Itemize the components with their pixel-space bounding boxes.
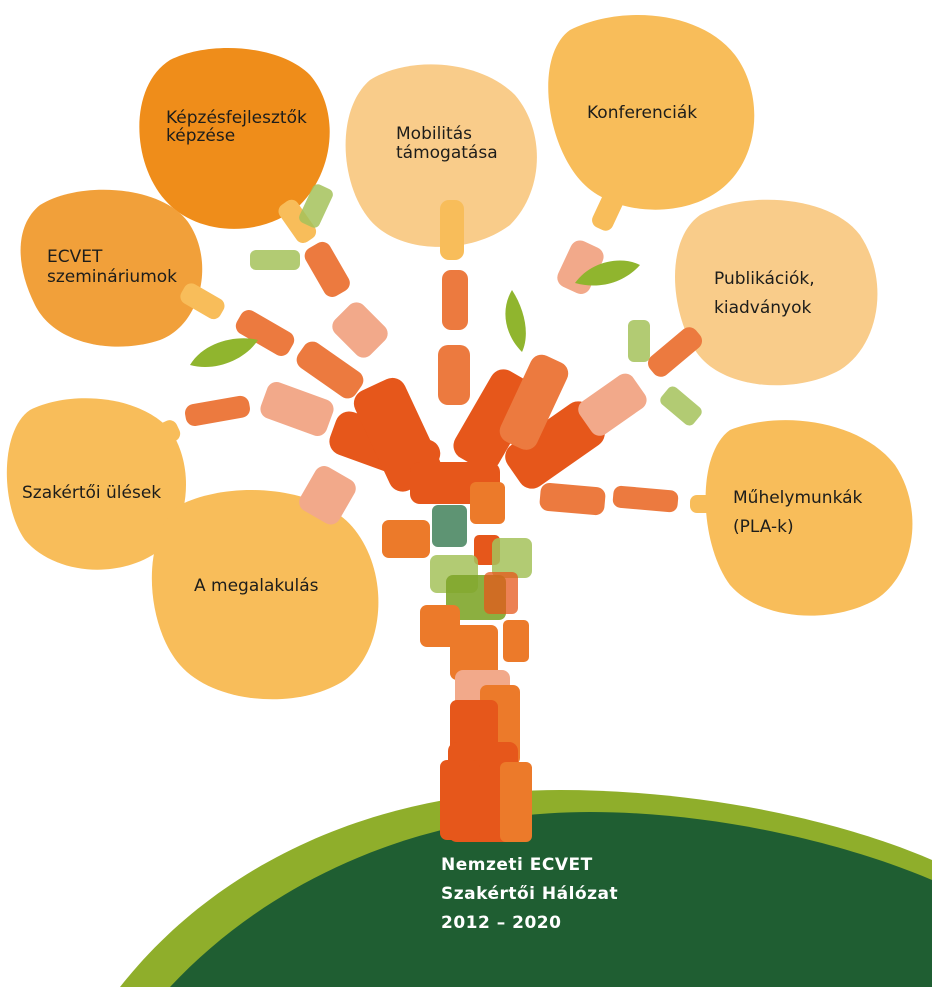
branch-seg <box>690 495 735 513</box>
trunk-block <box>492 538 532 578</box>
trunk-block <box>484 572 518 614</box>
branch-seg <box>438 345 470 405</box>
branch-seg <box>647 327 703 377</box>
bubble-publikaciok <box>675 199 878 386</box>
green-bar <box>628 320 650 362</box>
label-megalakulas: A megalakulás <box>194 576 319 596</box>
trunk-block <box>440 760 480 840</box>
leaf-icon <box>505 290 526 352</box>
bubble-konferenciak <box>548 15 755 210</box>
label-line: Mobilitás <box>396 124 472 144</box>
label-line: kiadványok <box>714 298 811 318</box>
caption-line-2: Szakértői Hálózat <box>441 884 619 904</box>
green-bar <box>299 184 333 228</box>
label-muhelymunkak: Műhelymunkák (PLA-k) <box>733 488 868 537</box>
leaf-icon <box>190 338 258 368</box>
label-line: Publikációk, <box>714 269 815 289</box>
label-line: Konferenciák <box>587 103 697 123</box>
label-konferenciak: Konferenciák <box>587 103 697 123</box>
branch-seg <box>592 181 628 231</box>
branch-seg <box>612 485 679 513</box>
branch-seg <box>296 341 364 399</box>
branch-seg <box>235 310 295 356</box>
label-line: támogatása <box>396 143 498 163</box>
label-szakertoi-ulesek: Szakértői ülések <box>22 483 161 503</box>
trunk-block <box>503 620 529 662</box>
label-ecvet-szeminariumok: ECVET szemináriumok <box>47 247 177 287</box>
trunk-block <box>382 520 430 558</box>
branch-seg <box>304 241 350 297</box>
hill <box>120 790 932 987</box>
bubble-ecvet-szeminariumok <box>20 189 203 347</box>
label-line: A megalakulás <box>194 576 319 596</box>
bubble-labels: Képzésfejlesztők képzése Mobilitás támog… <box>22 103 868 596</box>
bubble-kepzesfejlesztok <box>139 48 330 229</box>
network-caption: Nemzeti ECVET Szakértői Hálózat 2012 – 2… <box>441 851 618 938</box>
trunk-block <box>470 482 505 524</box>
bubbles <box>6 15 913 700</box>
label-line: ECVET <box>47 247 103 267</box>
trunk-block <box>432 505 467 547</box>
caption-years: 2012 – 2020 <box>441 913 562 933</box>
label-line: Képzésfejlesztők <box>166 108 307 128</box>
branch-seg <box>180 283 225 320</box>
bubble-muhelymunkak <box>705 420 913 616</box>
label-kepzesfejlesztok: Képzésfejlesztők képzése <box>166 108 312 146</box>
green-bar <box>660 386 702 426</box>
branch-seg <box>440 200 464 260</box>
branch-seg <box>539 483 606 516</box>
label-line: (PLA-k) <box>733 517 794 537</box>
label-publikaciok: Publikációk, kiadványok <box>714 269 820 318</box>
trunk <box>382 482 532 842</box>
branch-seg <box>299 466 356 525</box>
leaf-icon <box>575 260 640 286</box>
bubble-megalakulas <box>151 490 379 700</box>
branch-seg <box>185 395 250 426</box>
trunk-block <box>500 762 532 842</box>
branch-seg <box>505 401 605 489</box>
branch-seg <box>260 381 334 437</box>
label-line: Műhelymunkák <box>733 488 863 508</box>
green-bar <box>250 250 300 270</box>
label-line: képzése <box>166 126 235 146</box>
label-mobilitas: Mobilitás támogatása <box>396 124 498 163</box>
branch-seg <box>499 354 569 450</box>
hill-front <box>170 812 932 987</box>
branch-seg <box>139 420 181 452</box>
branch-seg <box>332 302 388 358</box>
label-line: Szakértői ülések <box>22 483 161 503</box>
leaves <box>190 184 702 426</box>
branch-seg <box>578 373 647 436</box>
trunk-block <box>450 625 498 680</box>
caption-line-1: Nemzeti ECVET <box>441 855 593 875</box>
bubble-mobilitas <box>345 64 537 247</box>
label-line: szemináriumok <box>47 267 177 287</box>
branch-seg <box>278 199 317 244</box>
branch-seg <box>442 270 468 330</box>
